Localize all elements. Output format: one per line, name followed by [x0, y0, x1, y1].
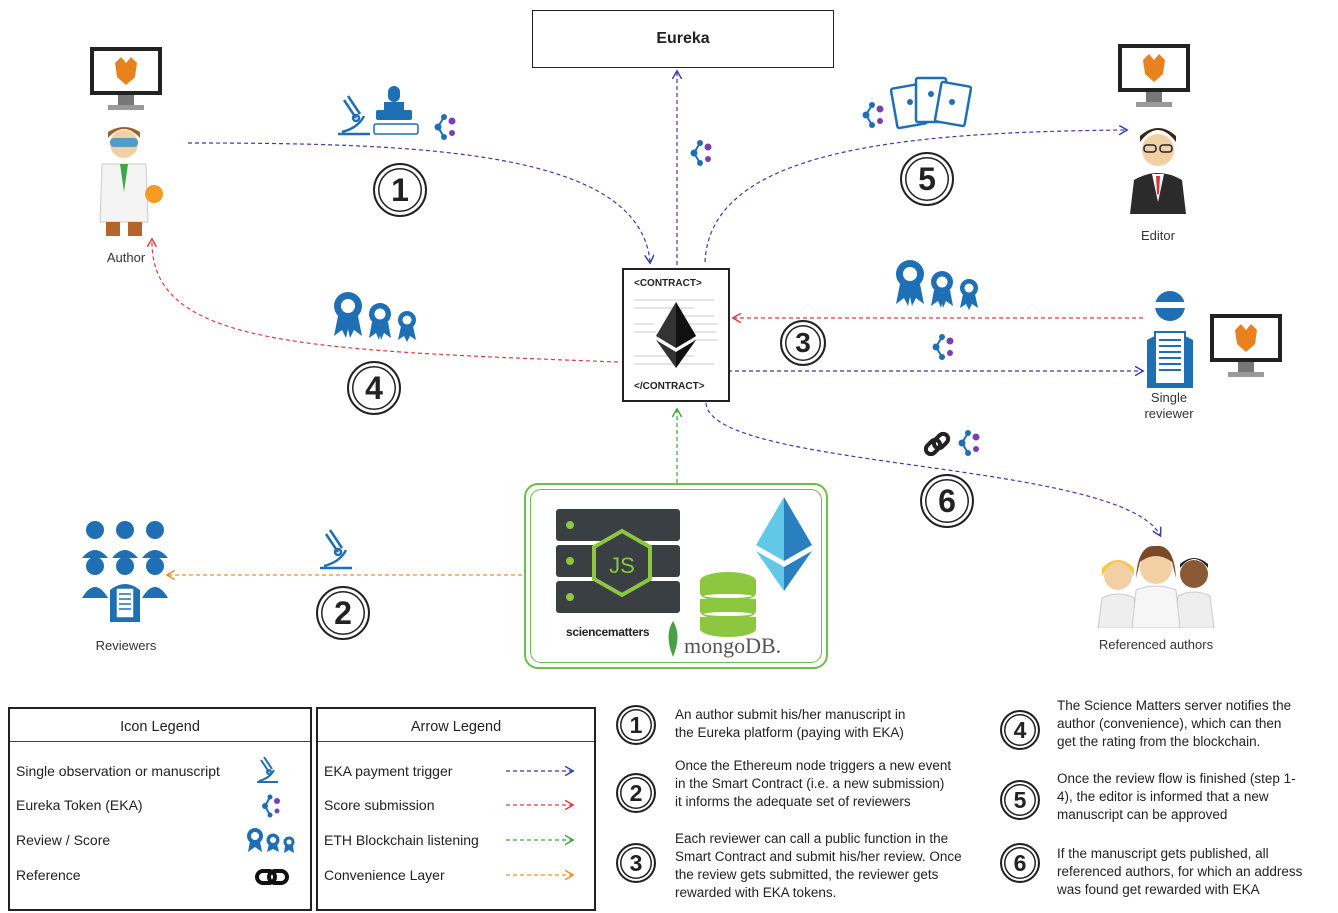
mongodb-brand: mongoDB.: [684, 633, 782, 658]
step-desc-line: An author submit his/her manuscript in: [675, 707, 906, 722]
step-desc-line: If the manuscript gets published, all: [1057, 846, 1269, 861]
step-desc-line: referenced authors, for which an address: [1057, 864, 1303, 879]
step-desc-4-badge: 4: [1000, 710, 1040, 750]
step-desc-5: Once the review flow is finished (step 1…: [1057, 770, 1296, 824]
referenced-authors-icon: [1097, 545, 1215, 628]
monitor-icon: [1210, 314, 1282, 377]
reviewers-label: Reviewers: [95, 638, 157, 653]
review-score-icon: [247, 828, 295, 853]
legend-row-eka: Eureka Token (EKA): [16, 797, 143, 813]
step-desc-line: Once the review flow is finished (step 1…: [1057, 771, 1296, 786]
step-desc-2-badge: 2: [616, 773, 656, 813]
step-desc-line: rewarded with EKA tokens.: [675, 885, 837, 900]
sciencematters-brand: sciencematters: [566, 625, 650, 639]
eka-token-icon: [958, 430, 980, 456]
step-desc-6-badge: 6: [1000, 843, 1040, 883]
step-5-badge: 5: [900, 152, 954, 206]
arrow-legend-samples: [506, 759, 580, 889]
review-score-icon: [334, 292, 416, 342]
scientist-author-icon: [99, 127, 163, 236]
step-desc-3: Each reviewer can call a public function…: [675, 830, 962, 902]
editor-person-icon: [1130, 128, 1186, 214]
eka-token-icon: [690, 140, 712, 166]
legend-row-listening: ETH Blockchain listening: [324, 832, 479, 848]
step-desc-line: the review gets submitted, the reviewer …: [675, 867, 939, 882]
step-desc-1: An author submit his/her manuscript in t…: [675, 706, 905, 742]
arrow-contract-to-editor: [704, 130, 1126, 263]
step-desc-line: Each reviewer can call a public function…: [675, 831, 949, 846]
step-desc-line: The Science Matters server notifies the: [1057, 698, 1292, 713]
step-desc-6: If the manuscript gets published, all re…: [1057, 845, 1302, 899]
arrow-author-to-contract: [187, 142, 650, 262]
approval-documents-icon: [890, 76, 972, 130]
server-rack-icon: JS: [556, 509, 680, 613]
reference-chain-icon: [923, 431, 951, 457]
monitor-icon: [1118, 44, 1190, 107]
manuscript-microscope-icon: [338, 95, 370, 136]
legend-row-convenience: Convenience Layer: [324, 867, 445, 883]
server-box-inner: [530, 489, 822, 663]
legend-row-payment: EKA payment trigger: [324, 763, 453, 779]
step-desc-line: in the Smart Contract (i.e. a new submis…: [675, 776, 945, 791]
eka-token-icon: [862, 102, 884, 128]
legend-row-review-score: Review / Score: [16, 832, 111, 848]
step-desc-3-badge: 3: [616, 843, 656, 883]
step-desc-line: the Eureka platform (paying with EKA): [675, 725, 904, 740]
eka-token-icon: [932, 334, 954, 360]
stamp-icon: [373, 86, 419, 135]
eka-token-icon: [434, 114, 456, 140]
step-2-badge: 2: [316, 586, 370, 640]
eka-token-icon: [262, 794, 280, 818]
step-desc-2: Once the Ethereum node triggers a new ev…: [675, 757, 951, 811]
step-desc-line: it informs the adequate set of reviewers: [675, 794, 911, 809]
monitor-icon: [90, 47, 162, 110]
contract-open-tag: <CONTRACT>: [634, 278, 702, 289]
step-desc-1-badge: 1: [616, 705, 656, 745]
step-desc-line: author (convenience), which can then: [1057, 716, 1282, 731]
reviewer-person-icon: [1147, 291, 1193, 388]
step-4-badge: 4: [347, 361, 401, 415]
step-1-badge: 1: [373, 163, 427, 217]
step-3-badge: 3: [780, 320, 826, 366]
editor-label: Editor: [1141, 228, 1175, 243]
arrow-legend-title: Arrow Legend: [318, 709, 594, 742]
step-desc-4: The Science Matters server notifies the …: [1057, 697, 1291, 751]
eureka-platform-box: Eureka: [532, 10, 834, 68]
reference-chain-icon: [255, 869, 289, 885]
smart-contract: <CONTRACT> </CONTRACT>: [622, 268, 730, 402]
review-score-icon: [896, 260, 978, 310]
arrow-contract-to-author: [152, 240, 619, 363]
manuscript-microscope-icon: [320, 529, 352, 570]
legend-row-manuscript: Single observation or manuscript: [16, 763, 220, 779]
icon-legend: Icon Legend Single observation or manusc…: [8, 707, 312, 911]
ethereum-icon: [634, 299, 718, 368]
legend-row-reference: Reference: [16, 867, 81, 883]
legend-row-score: Score submission: [324, 797, 435, 813]
icon-legend-title: Icon Legend: [10, 709, 310, 742]
single-reviewer-label: Single reviewer: [1144, 390, 1194, 421]
ethereum-logo-icon: [756, 497, 812, 591]
arrow-contract-to-referenced: [705, 402, 1160, 535]
database-icon: [700, 572, 756, 637]
reviewers-group-icon: [82, 521, 168, 622]
step-desc-line: was found get rewarded with EKA: [1057, 882, 1260, 897]
step-6-badge: 6: [920, 474, 974, 528]
mongodb-leaf-icon: [668, 621, 678, 657]
science-matters-server-box: JS sciencematters mongoDB.: [524, 483, 828, 669]
step-desc-line: Smart Contract and submit his/her review…: [675, 849, 962, 864]
arrow-legend: Arrow Legend EKA payment trigger Score s…: [316, 707, 596, 911]
step-desc-line: Once the Ethereum node triggers a new ev…: [675, 758, 952, 773]
contract-close-tag: </CONTRACT>: [634, 381, 705, 392]
referenced-authors-label: Referenced authors: [1098, 637, 1214, 652]
step-desc-line: 4), the editor is informed that a new: [1057, 789, 1269, 804]
step-desc-line: get the rating from the blockchain.: [1057, 734, 1261, 749]
manuscript-microscope-icon: [257, 756, 278, 783]
step-desc-5-badge: 5: [1000, 780, 1040, 820]
author-label: Author: [106, 250, 146, 265]
svg-text:JS: JS: [609, 553, 635, 578]
step-desc-line: manuscript can be approved: [1057, 807, 1228, 822]
